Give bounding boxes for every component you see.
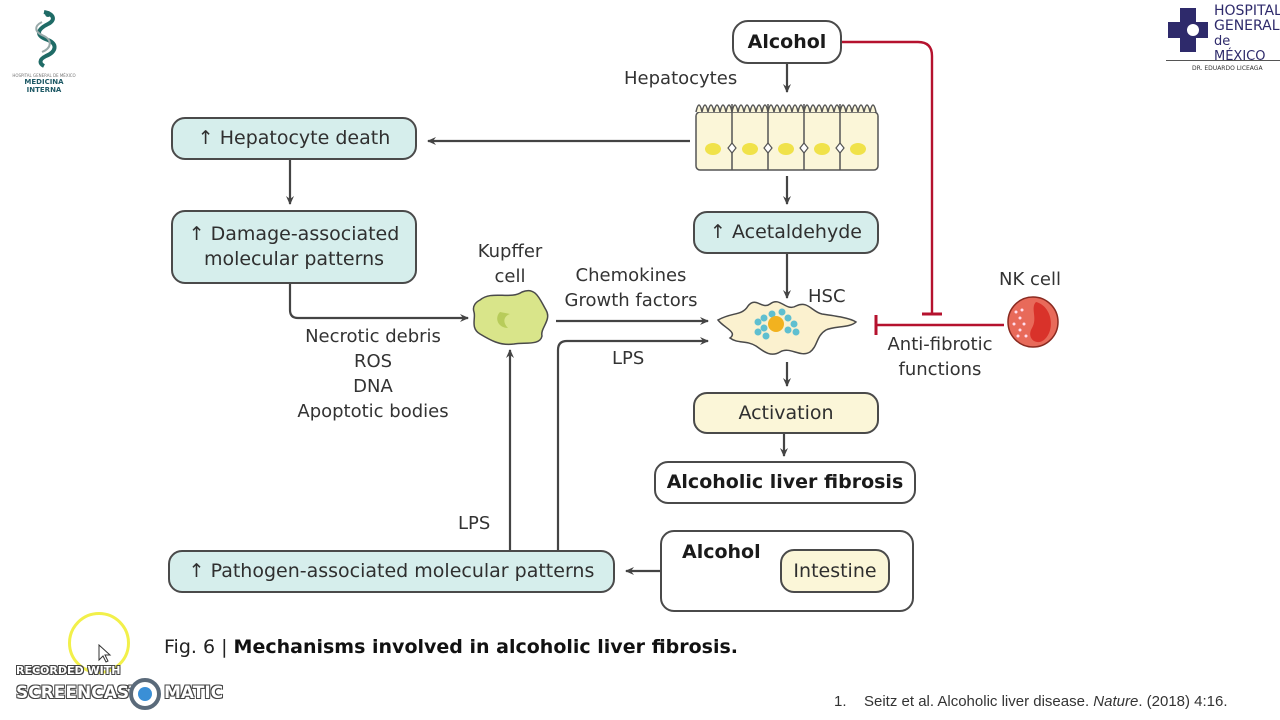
watermark-screencast: SCREENCAST [16, 683, 141, 703]
label-lps-lower: LPS [458, 513, 491, 534]
node-acetaldehyde: ↑ Acetaldehyde [693, 211, 879, 254]
node-activation: Activation [693, 392, 879, 434]
node-damp: ↑ Damage-associated molecular patterns [171, 210, 417, 284]
necrotic-item: Necrotic debris [305, 326, 441, 347]
watermark-recorded-with: RECORDED WITH [16, 664, 121, 677]
node-hepatocyte-death: ↑ Hepatocyte death [171, 117, 417, 160]
necrotic-item: DNA [353, 376, 393, 397]
reference-text: Seitz et al. Alcoholic liver disease. [864, 693, 1094, 710]
reference-journal: Nature [1093, 693, 1139, 710]
mouse-cursor-icon [98, 644, 112, 663]
caduceus-snake-icon [35, 10, 57, 68]
cross-emblem-icon [1168, 8, 1208, 52]
necrotic-item: ROS [353, 351, 393, 372]
caption-title: Mechanisms involved in alcoholic liver f… [233, 636, 739, 658]
kupffer-line1: Kupffer [477, 241, 543, 262]
label-chemokines: Chemokines Growth factors [556, 263, 706, 313]
logo-hospital-general: HOSPITAL GENERAL de MÉXICO DR. EDUARDO L… [1166, 4, 1280, 76]
node-alcoholic-liver-fibrosis: Alcoholic liver fibrosis [654, 461, 916, 504]
hepatocytes-illustration [695, 104, 879, 171]
node-intestine: Intestine [780, 549, 890, 593]
hsc-illustration [716, 301, 858, 355]
label-hsc: HSC [808, 286, 846, 307]
caption-prefix: Fig. 6 | [164, 636, 234, 658]
label-lps-upper: LPS [612, 348, 645, 369]
label-hepatocytes: Hepatocytes [624, 68, 738, 89]
label-kupffer-cell: Kupffer cell [470, 239, 550, 289]
label-anti-fibrotic: Anti-fibrotic functions [872, 332, 1008, 382]
nk-cell-illustration [1007, 296, 1059, 348]
label-nk-cell: NK cell [999, 269, 1061, 290]
logo-subtitle: DR. EDUARDO LICEAGA [1192, 65, 1263, 72]
anti-fibrotic-line1: Anti-fibrotic [887, 334, 993, 355]
reference-number: 1. [834, 693, 847, 710]
reference-text-after: . (2018) 4:16. [1138, 693, 1228, 710]
logo-line1: HOSPITAL [1214, 3, 1280, 19]
arrow-damp-kupffer [288, 284, 469, 322]
logo-small-text: HOSPITAL GENERAL DE MÉXICO [12, 73, 76, 78]
logo-medicina-interna: HOSPITAL GENERAL DE MÉXICO MEDICINA INTE… [6, 8, 82, 94]
node-pamp: ↑ Pathogen-associated molecular patterns [168, 550, 615, 593]
label-alcohol-intestine: Alcohol [682, 541, 761, 563]
chemokines-line2: Growth factors [564, 290, 698, 311]
arrow-pamp-hsc [556, 337, 709, 550]
kupffer-line2: cell [494, 266, 526, 287]
damp-line2: molecular patterns [203, 248, 385, 270]
node-alcohol-top: Alcohol [732, 20, 842, 64]
watermark-matic: MATIC [164, 683, 224, 703]
damp-line1: ↑ Damage-associated [188, 223, 400, 245]
reference: 1.Seitz et al. Alcoholic liver disease. … [834, 693, 1228, 710]
necrotic-item: Apoptotic bodies [297, 401, 449, 422]
logo-line2: GENERAL [1214, 18, 1280, 34]
logo-name: MEDICINA INTERNA [24, 78, 64, 94]
inhibit-alcohol-nk [842, 40, 934, 314]
figure-caption: Fig. 6 | Mechanisms involved in alcoholi… [164, 636, 738, 658]
anti-fibrotic-line2: functions [898, 359, 982, 380]
kupffer-cell-illustration [472, 289, 549, 346]
chemokines-line1: Chemokines [575, 265, 687, 286]
cursor-highlight [68, 612, 130, 674]
list-necrotic-products: Necrotic debris ROS DNA Apoptotic bodies [278, 324, 468, 424]
screencast-logo-icon [129, 678, 161, 710]
